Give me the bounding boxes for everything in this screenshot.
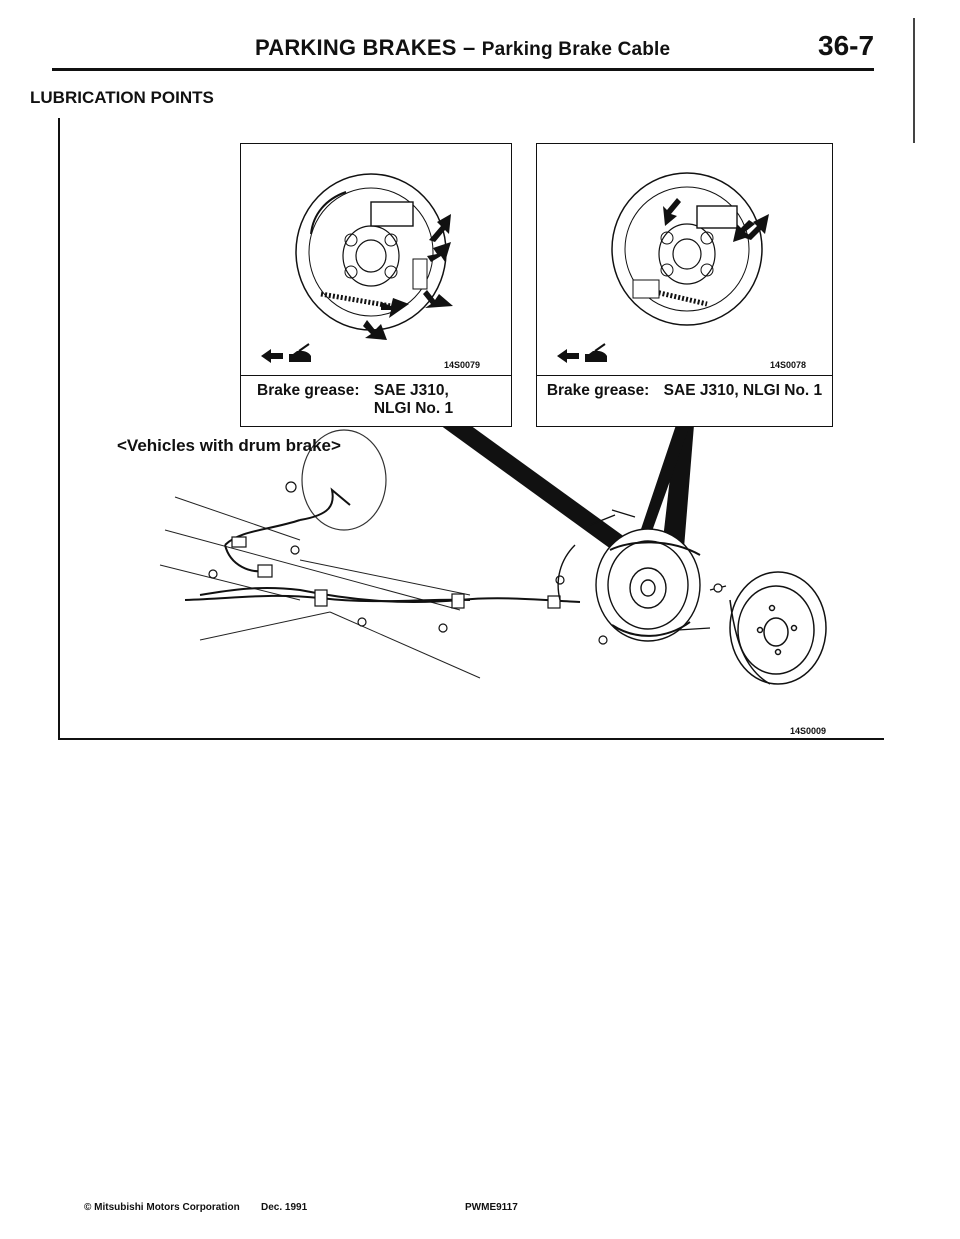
hardware-parts [611, 509, 727, 631]
grease-label: Brake grease: [546, 382, 650, 399]
grease-spec: Brake grease: SAE J310, NLGI No. 1 [257, 382, 453, 418]
callout-pointer-right-2 [636, 425, 690, 548]
grease-spec-line-2: NLGI No. 1 [373, 400, 454, 417]
grease-application-icon [557, 343, 607, 363]
cable-fittings [208, 481, 608, 645]
grease-arrow-3 [745, 214, 769, 240]
title-separator: – [456, 35, 482, 60]
grease-arrow-2 [427, 242, 451, 262]
grease-spec-line-1: SAE J310, NLGI No. 1 [663, 382, 823, 399]
page-title: PARKING BRAKES – Parking Brake Cable [255, 35, 670, 61]
detail-circle [301, 429, 387, 531]
brake-shoe-drawing [295, 173, 453, 340]
grease-arrow-1 [663, 198, 681, 226]
grease-spec: Brake grease: SAE J310, NLGI No. 1 [537, 382, 832, 400]
figure-frame-bottom [58, 738, 884, 740]
footer-copyright: © Mitsubishi Motors Corporation [84, 1202, 240, 1213]
grease-application-icon [261, 343, 311, 363]
figure-frame-left [58, 118, 60, 740]
lubrication-inset-front-shoe: 14S0079 Brake grease: SAE J310, NLGI No.… [240, 143, 512, 427]
grease-arrow-4 [381, 298, 409, 318]
rear-brake-assembly [557, 514, 701, 642]
brake-shoe-drawing [611, 172, 769, 326]
title-sub: Parking Brake Cable [481, 39, 671, 60]
section-heading: LUBRICATION POINTS [30, 88, 214, 107]
grease-label: Brake grease: [257, 382, 360, 399]
inset-figure-number: 14S0079 [444, 360, 481, 370]
footer-date: Dec. 1991 [261, 1202, 308, 1213]
footer-doc-code: PWME9117 [465, 1202, 518, 1213]
grease-arrow-3 [423, 290, 453, 308]
page-number: 36-7 [818, 30, 875, 61]
grease-arrow-5 [363, 320, 387, 340]
grease-spec-line-1: SAE J310, [373, 382, 449, 399]
inset-figure-number: 14S0078 [770, 360, 807, 370]
brake-drum [729, 571, 827, 685]
margin-rule [913, 18, 915, 143]
inset-divider [537, 375, 832, 376]
header-rule [52, 68, 874, 71]
vehicle-body-lines [159, 496, 481, 679]
callout-pointer-left [440, 425, 640, 560]
lubrication-inset-rear-shoe: 14S0078 Brake grease: SAE J310, NLGI No.… [536, 143, 833, 427]
callout-pointer-right [662, 425, 694, 548]
title-main: PARKING BRAKES [255, 35, 457, 60]
main-figure-number: 14S0009 [790, 726, 827, 736]
figure-caption: <Vehicles with drum brake> [117, 436, 341, 455]
inset-divider [241, 375, 511, 376]
grease-arrow-1 [429, 214, 451, 242]
